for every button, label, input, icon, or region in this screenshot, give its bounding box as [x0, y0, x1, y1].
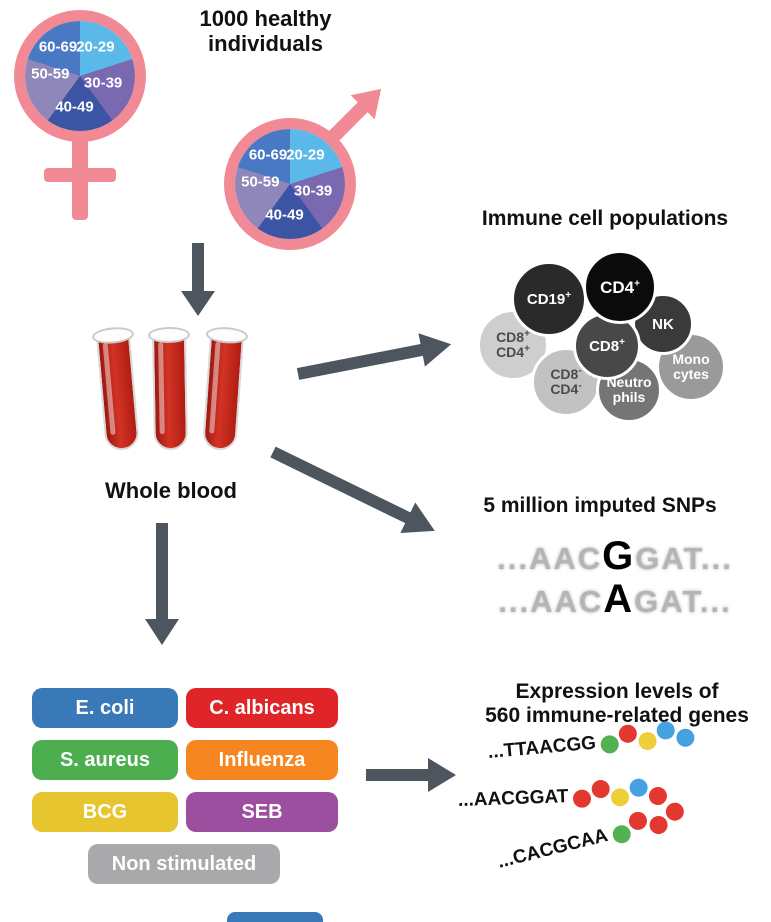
gene-sequence: ...CACGCAA [495, 825, 611, 873]
age-label-20-29: 20-29 [76, 38, 115, 56]
red-bead [573, 788, 592, 808]
stimulus-influenza: Influenza [186, 740, 338, 780]
snp-sequence-1: ...AACGGAT... [497, 534, 733, 578]
stimulus-e-coli: E. coli [32, 688, 178, 728]
stimulus-seb: SEB [186, 792, 338, 832]
female-symbol-crossbar [44, 168, 116, 182]
age-label-30-39: 30-39 [83, 74, 123, 92]
age-label-30-39: 30-39 [293, 182, 333, 200]
partial-stimulus-box [227, 912, 323, 922]
stimulus-bcg: BCG [32, 792, 178, 832]
cell-monocytes: Mono cytes [656, 332, 726, 402]
cell-cd8neg-cd4neg: CD8- CD4- [531, 347, 601, 417]
cell-cd8: CD8+ [573, 312, 641, 380]
arrow-individuals-to-blood [181, 243, 215, 317]
age-label-20-29: 20-29 [286, 146, 325, 164]
green-bead [600, 734, 620, 754]
yellow-bead [638, 730, 658, 751]
red-bead [626, 809, 649, 832]
cell-cd4: CD4+ [583, 250, 657, 324]
expression-title: Expression levels of 560 immune-related … [462, 680, 771, 728]
yellow-bead [611, 787, 630, 807]
arrow-stimuli-to-expression [366, 758, 458, 792]
blood-tube [202, 325, 249, 452]
age-label-60-69: 60-69 [248, 146, 288, 164]
stimulus-c-albicans: C. albicans [186, 688, 338, 728]
arrow-blood-to-stimuli [145, 523, 179, 647]
age-label-50-59: 50-59 [241, 173, 280, 191]
expression-beads [609, 800, 688, 845]
expression-beads [572, 777, 668, 808]
age-label-40-49: 40-49 [265, 206, 304, 224]
blood-tube [147, 326, 191, 451]
female-age-pie: 20-29 30-39 40-49 50-59 60-69 [25, 21, 135, 131]
expression-title-line1: Expression levels of [515, 680, 719, 703]
arrow-blood-to-immune-cells [295, 327, 459, 391]
female-circle: 20-29 30-39 40-49 50-59 60-69 [14, 10, 146, 142]
red-bead [591, 779, 611, 798]
male-age-pie: 20-29 30-39 40-49 50-59 60-69 [235, 129, 345, 239]
red-bead [649, 786, 668, 805]
arrow-blood-to-snps [266, 437, 448, 549]
green-bead [610, 822, 633, 845]
immune-cells-title: Immune cell populations [481, 207, 729, 230]
whole-blood-label: Whole blood [105, 478, 237, 503]
stimulus-s-aureus: S. aureus [32, 740, 178, 780]
gene-expression-row-1: ...TTAACGG [487, 720, 696, 764]
blood-tube [91, 325, 140, 452]
cell-cd19: CD19+ [511, 261, 587, 337]
blood-tubes [91, 325, 249, 464]
snp-sequence-2: ...AACAGAT... [498, 577, 732, 621]
age-label-40-49: 40-49 [55, 98, 94, 116]
expression-beads [599, 720, 696, 754]
female-symbol: 20-29 30-39 40-49 50-59 60-69 [14, 10, 146, 230]
male-symbol: 20-29 30-39 40-49 50-59 60-69 [224, 76, 434, 250]
age-label-50-59: 50-59 [31, 65, 70, 83]
blue-bead [675, 727, 696, 747]
blue-bead [629, 777, 649, 797]
snps-title: 5 million imputed SNPs [483, 494, 717, 517]
gene-sequence: ...TTAACGG [487, 732, 597, 763]
gene-expression-row-2: ...AACGGAT [457, 777, 668, 812]
expression-title-line2: 560 immune-related genes [485, 704, 749, 727]
cohort-title: 1000 healthy individuals [199, 6, 332, 56]
stimulus-non-stimulated: Non stimulated [88, 844, 280, 884]
gene-expression-row-3: ...CACGCAA [495, 800, 688, 874]
gene-sequence: ...AACGGAT [457, 786, 569, 811]
red-bead [647, 813, 670, 836]
male-circle: 20-29 30-39 40-49 50-59 60-69 [224, 118, 356, 250]
age-label-60-69: 60-69 [38, 38, 78, 56]
